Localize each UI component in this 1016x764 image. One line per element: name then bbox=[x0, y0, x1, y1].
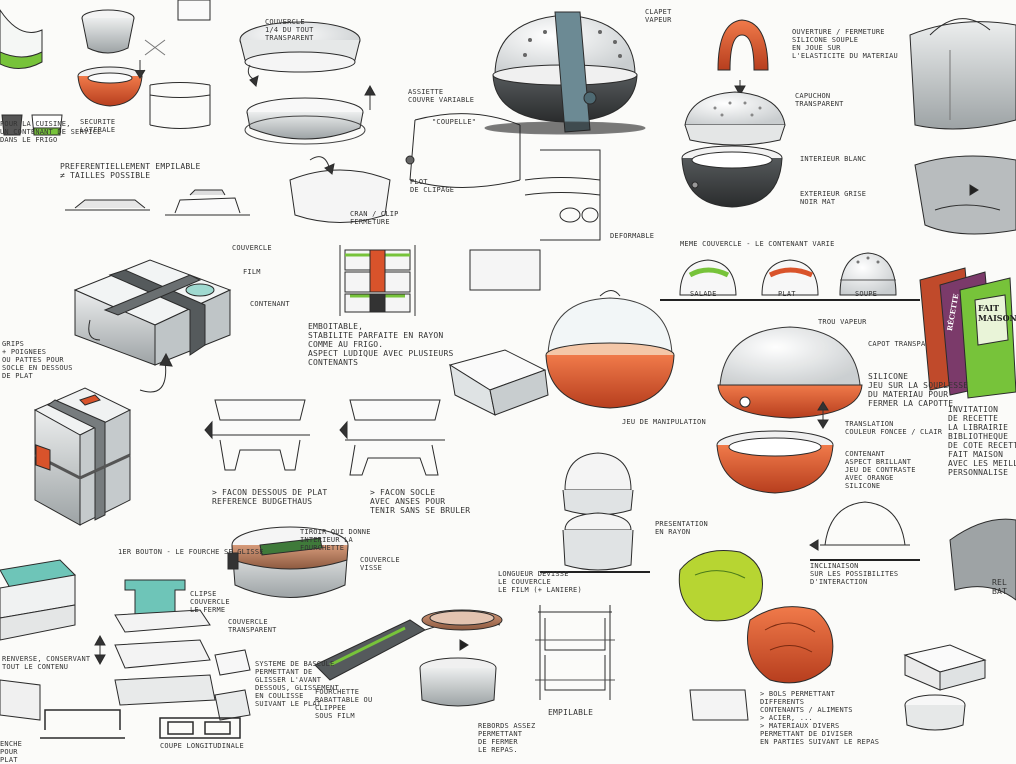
grey-bag-sketch bbox=[909, 18, 1016, 130]
note-film: FILM bbox=[243, 268, 261, 276]
note-manipulation: JEU DE MANIPULATION bbox=[622, 418, 706, 426]
recipe-books-sketch bbox=[919, 267, 1016, 399]
note-glossy-container: CONTENANT ASPECT BRILLANT JEU DE CONTRAS… bbox=[845, 450, 916, 490]
note-plate-base: > FACON DESSOUS DE PLAT REFERENCE BUDGET… bbox=[212, 488, 328, 506]
note-embossable: EMBOITABLE, STABILITE PARFAITE EN RAYON … bbox=[308, 322, 454, 367]
small-box-sketches bbox=[0, 649, 251, 721]
cross-band-box-sketch bbox=[73, 259, 232, 366]
stacked-domes-sketch bbox=[540, 452, 650, 573]
dome-lid-sketch bbox=[239, 21, 361, 88]
section-sketch bbox=[40, 709, 241, 739]
note-shelf-presentation: PRESENTATION EN RAYON bbox=[655, 520, 708, 536]
label-salade: SALADE bbox=[690, 290, 717, 298]
tower-clip-sketch bbox=[469, 149, 601, 291]
orange-dome-sketch bbox=[545, 290, 675, 409]
coupelle-sketch bbox=[405, 113, 521, 188]
note-coupelle: "COUPELLE" bbox=[432, 118, 477, 126]
lid-sketch bbox=[134, 0, 211, 129]
label-plat: PLAT bbox=[778, 290, 796, 298]
note-recipe-invitation: INVITATION DE RECETTE LA LIBRAIRIE BIBLI… bbox=[948, 405, 1016, 477]
note-bowls: > BOLS PERMETTANT DIFFERENTS CONTENANTS … bbox=[760, 690, 880, 746]
note-deformable: DEFORMABLE bbox=[610, 232, 655, 240]
note-transparent-cap: CAPUCHON TRANSPARENT bbox=[795, 92, 844, 108]
note-plate: ASSIETTE COUVRE VARIABLE bbox=[408, 88, 475, 104]
note-stackable-bottom: EMPILABLE bbox=[548, 708, 594, 717]
note-clip-plot: PLOT DE CLIPAGE bbox=[410, 178, 455, 194]
book-label-homemade: FAIT MAISON bbox=[978, 303, 1016, 323]
note-lid: COUVERCLE bbox=[232, 244, 272, 252]
note-rims: REBORDS ASSEZ PERMETTANT DE FERMER LE RE… bbox=[478, 722, 536, 754]
note-lid-transparent: COUVERCLE 1/4 DU TOUT TRANSPARENT bbox=[265, 18, 314, 42]
grey-shape-sketch bbox=[914, 155, 1016, 235]
note-silicone: SILICONE JEU SUR LA SOUPLESSE DU MATERIA… bbox=[868, 372, 969, 408]
silicone-strap-sketch bbox=[717, 19, 769, 97]
steam-pod-sketch bbox=[484, 11, 646, 135]
note-transparent-hood: CAPOT TRANSPA bbox=[868, 340, 926, 348]
stacked-containers-sketch bbox=[339, 245, 416, 316]
orange-bowl-sketch bbox=[77, 66, 143, 107]
copper-container-sketch bbox=[227, 526, 349, 598]
bottom-box-sketch bbox=[689, 689, 749, 721]
note-kitchen-container: POUR LA CUISINE, UN CONTENANT DE SERVICE… bbox=[0, 120, 102, 144]
plate-stand-sketch bbox=[204, 399, 445, 476]
stacked-cylinders-sketch bbox=[535, 605, 615, 700]
clip-sketch bbox=[289, 156, 391, 223]
note-overturned: RENVERSE, CONSERVANT TOUT LE CONTENU bbox=[2, 655, 91, 671]
note-stackable: PREFERENTIELLEMENT EMPILABLE ≠ TAILLES P… bbox=[60, 162, 201, 180]
white-tray-sketch bbox=[448, 349, 549, 416]
note-edge-right: REL BAT bbox=[992, 578, 1008, 596]
note-steam-hole: TROU VAPEUR bbox=[818, 318, 867, 326]
tilted-dome-sketch bbox=[809, 501, 920, 561]
note-drawer-fork: TIROIR QUI DONNE INTERIEUR LA FOURCHETTE bbox=[300, 528, 371, 552]
note-clip-closure: CRAN / CLIP FERMETURE bbox=[350, 210, 399, 226]
orange-pod-sketch bbox=[716, 326, 863, 494]
note-folding-fork: FOURCHETTE RABATTABLE OU CLIPPEE SOUS FI… bbox=[315, 688, 373, 720]
teal-clip-sketch bbox=[94, 579, 216, 706]
note-interior-white: INTERIEUR BLANC bbox=[800, 155, 867, 163]
fork-tray-sketch bbox=[314, 619, 501, 681]
note-steam-valve: CLAPET VAPEUR bbox=[645, 8, 672, 24]
round-box-sketch bbox=[419, 609, 503, 707]
green-blob-sketch bbox=[678, 549, 763, 622]
grey-fin-sketch bbox=[949, 518, 1016, 601]
note-unscrew: LONGUEUR DEVISSE LE COUVERCLE LE FILM (+… bbox=[498, 570, 582, 594]
note-tilt: INCLINAISON SUR LES POSSIBILITES D'INTER… bbox=[810, 562, 899, 586]
dark-bowl-sketch bbox=[681, 145, 783, 208]
three-domes-sketch bbox=[660, 252, 920, 301]
grey-cup-sketch bbox=[81, 9, 135, 54]
note-socle-handles: > FACON SOCLE AVEC ANSES POUR TENIR SANS… bbox=[370, 488, 471, 515]
note-clipped-lid: CLIPSE COUVERCLE LE FERME bbox=[190, 590, 230, 614]
note-translation: TRANSLATION COULEUR FONCEE / CLAIR bbox=[845, 420, 943, 436]
note-plate-edge: ENCHE POUR PLAT bbox=[0, 740, 23, 764]
note-first-button: 1ER BOUTON - LE FOURCHE SE GLISSE bbox=[118, 548, 264, 556]
note-grips: GRIPS + POIGNEES OU PATTES POUR SOCLE EN… bbox=[2, 340, 73, 380]
note-transparent-lid: COUVERCLE TRANSPARENT bbox=[228, 618, 277, 634]
note-screw-lid: COUVERCLE VISSE bbox=[360, 556, 400, 572]
note-exterior-grey: EXTERIEUR GRISE NOIR MAT bbox=[800, 190, 867, 206]
note-same-lid: MEME COUVERCLE - LE CONTENANT VARIE bbox=[680, 240, 835, 248]
cross-band-cube-sketch bbox=[33, 352, 173, 526]
orange-blob-sketch bbox=[747, 606, 834, 684]
note-container: CONTENANT bbox=[250, 300, 290, 308]
label-soupe: SOUPE bbox=[855, 290, 878, 298]
stacking-tray-sketch bbox=[65, 189, 250, 216]
note-silicone-opening: OUVERTURE / FERMETURE SILICONE SOUPLE EN… bbox=[792, 28, 898, 60]
note-side-safety: SECURITE LATERALE bbox=[80, 118, 116, 134]
transparent-cap-sketch bbox=[684, 91, 786, 146]
green-container-sketch bbox=[0, 9, 43, 69]
note-longitudinal-cut: COUPE LONGITUDINALE bbox=[160, 742, 244, 750]
note-tilt-system: SYSTEME DE BASCULE PERMETTANT DE GLISSER… bbox=[255, 660, 339, 708]
bottom-right-bowl-sketch bbox=[903, 644, 987, 731]
tray-sketches bbox=[1, 114, 63, 136]
teal-tray-sketch bbox=[0, 559, 77, 641]
plate-sketch bbox=[244, 84, 376, 145]
